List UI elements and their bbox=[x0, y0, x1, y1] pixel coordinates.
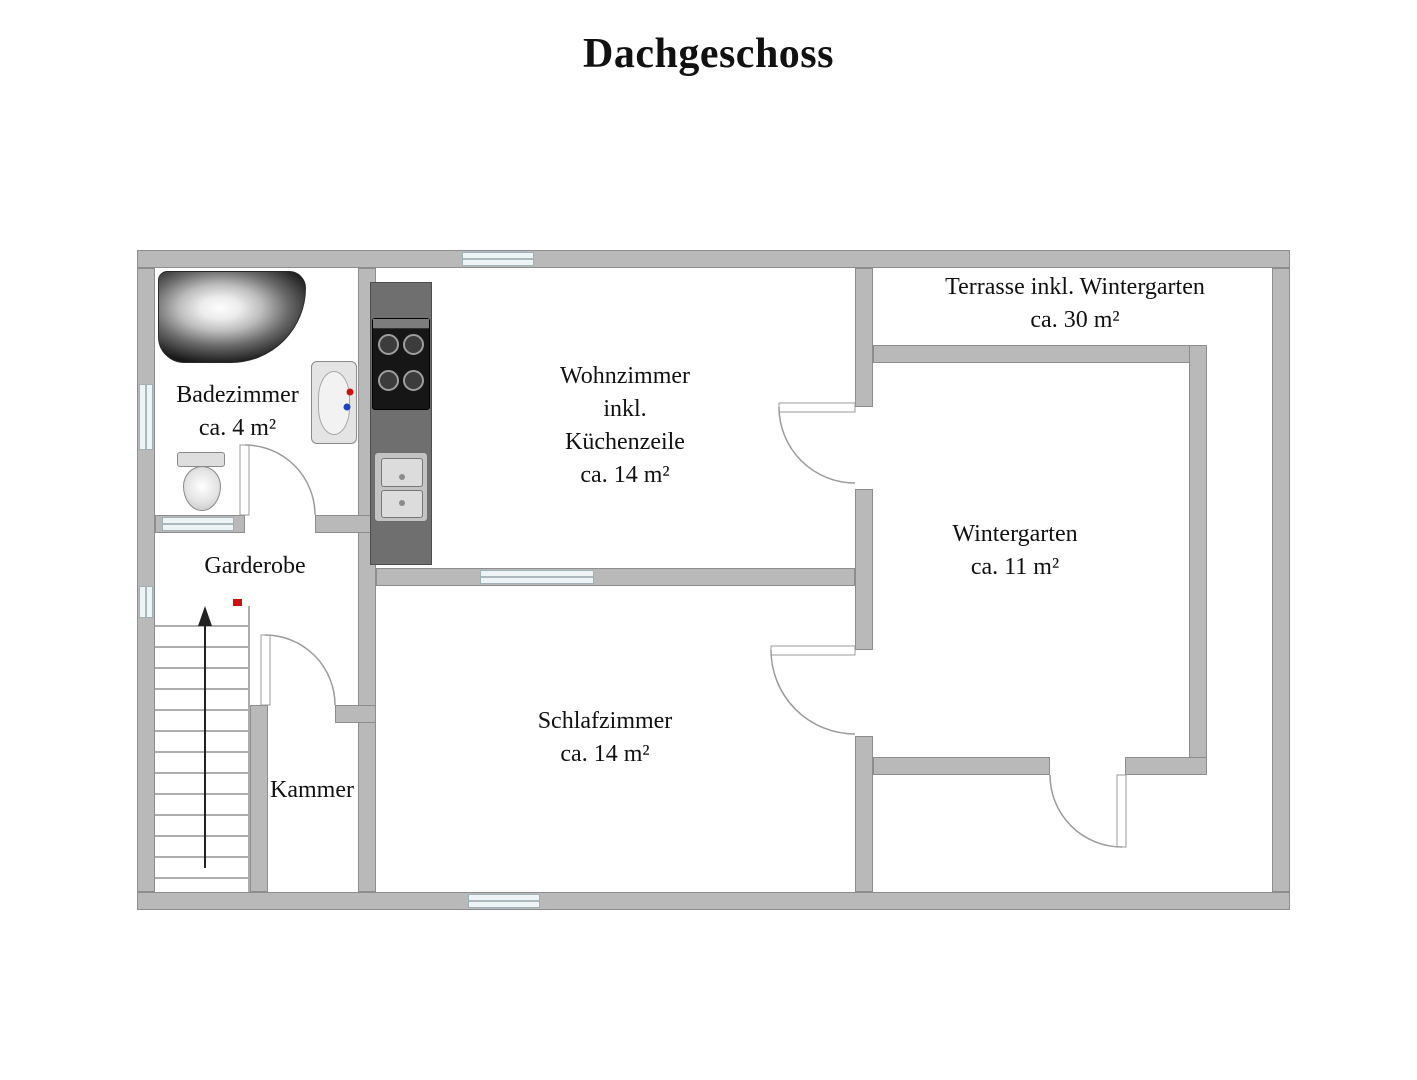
room-name: Terrasse inkl. Wintergarten bbox=[945, 274, 1205, 300]
schlafzimmer-door-leaf bbox=[770, 645, 856, 656]
window-bottom-schlafzimmer bbox=[468, 894, 540, 908]
red-marker bbox=[233, 599, 242, 606]
wohnzimmer-door-leaf bbox=[778, 402, 856, 413]
window-top-wohnzimmer bbox=[462, 252, 534, 266]
room-name: Kammer bbox=[270, 777, 354, 803]
schlafzimmer-door-arc bbox=[770, 649, 856, 735]
wall-stairs-kammer-divider bbox=[250, 705, 268, 892]
wall-outer-right bbox=[1272, 268, 1290, 892]
sink-drain bbox=[399, 500, 405, 506]
kammer-door-leaf bbox=[260, 634, 271, 706]
room-name-line2: inkl. bbox=[603, 396, 647, 422]
wall-outer-top bbox=[137, 250, 1290, 268]
wall-kammer-top-right bbox=[335, 705, 376, 723]
wall-wintergarten-right bbox=[1189, 345, 1207, 775]
wall-main-vertical-upper bbox=[855, 268, 873, 407]
room-label-badezimmer: Badezimmer ca. 4 m² bbox=[145, 379, 330, 445]
window-wohnzimmer-schlafzimmer bbox=[480, 570, 594, 584]
room-label-wohnzimmer: Wohnzimmer inkl. Küchenzeile ca. 14 m² bbox=[490, 360, 760, 492]
wall-outer-left bbox=[137, 268, 155, 892]
stove-burner bbox=[378, 334, 399, 355]
toilet bbox=[183, 466, 221, 511]
badezimmer-door-arc bbox=[244, 444, 316, 516]
badezimmer-door-leaf bbox=[239, 444, 250, 516]
wall-outer-bottom bbox=[137, 892, 1290, 910]
room-name: Wohnzimmer bbox=[559, 363, 691, 389]
wintergarten-door-leaf bbox=[1116, 774, 1127, 848]
stove-burner bbox=[403, 334, 424, 355]
room-name: Badezimmer bbox=[176, 382, 299, 408]
stove-burner bbox=[403, 370, 424, 391]
room-label-wintergarten: Wintergarten ca. 11 m² bbox=[880, 518, 1150, 584]
window-bath-garderobe bbox=[162, 517, 234, 531]
room-label-kammer: Kammer bbox=[258, 774, 366, 807]
washbasin-bowl bbox=[318, 371, 350, 435]
room-area: ca. 4 m² bbox=[198, 415, 277, 441]
room-area: ca. 14 m² bbox=[580, 462, 670, 488]
stove-burner bbox=[378, 370, 399, 391]
window-left-badezimmer bbox=[139, 384, 153, 450]
page-title: Dachgeschoss bbox=[582, 31, 834, 77]
wall-bath-garderobe-right bbox=[315, 515, 376, 533]
sink-basin bbox=[381, 458, 423, 487]
room-area: ca. 14 m² bbox=[560, 741, 650, 767]
kammer-door-arc bbox=[264, 634, 336, 706]
window-left-stairs bbox=[139, 586, 153, 618]
room-area: ca. 11 m² bbox=[970, 554, 1060, 580]
room-label-schlafzimmer: Schlafzimmer ca. 14 m² bbox=[470, 705, 740, 771]
sink-basin bbox=[381, 490, 423, 518]
wall-wintergarten-bottom-left bbox=[873, 757, 1050, 775]
wall-main-vertical-middle bbox=[855, 489, 873, 650]
wall-wintergarten-bottom-right bbox=[1125, 757, 1207, 775]
wall-wohnzimmer-schlafzimmer bbox=[376, 568, 855, 586]
wall-main-vertical-lower bbox=[855, 736, 873, 892]
stove bbox=[372, 318, 430, 410]
room-name: Garderobe bbox=[204, 553, 306, 579]
room-label-terrasse: Terrasse inkl. Wintergarten ca. 30 m² bbox=[900, 271, 1250, 337]
room-name: Schlafzimmer bbox=[537, 708, 673, 734]
staircase bbox=[155, 606, 250, 892]
toilet-tank bbox=[177, 452, 225, 467]
room-label-garderobe: Garderobe bbox=[160, 550, 350, 583]
room-area: ca. 30 m² bbox=[1030, 307, 1120, 333]
wohnzimmer-door-arc bbox=[778, 406, 856, 484]
room-name-line3: Küchenzeile bbox=[565, 429, 685, 455]
room-name: Wintergarten bbox=[952, 521, 1078, 547]
wall-wintergarten-top bbox=[873, 345, 1207, 363]
wintergarten-door-arc bbox=[1049, 774, 1123, 848]
kitchen-sink bbox=[374, 452, 428, 522]
washbasin bbox=[311, 361, 357, 444]
sink-drain bbox=[399, 474, 405, 480]
bathtub bbox=[158, 271, 306, 363]
stove-control-panel bbox=[373, 319, 429, 329]
